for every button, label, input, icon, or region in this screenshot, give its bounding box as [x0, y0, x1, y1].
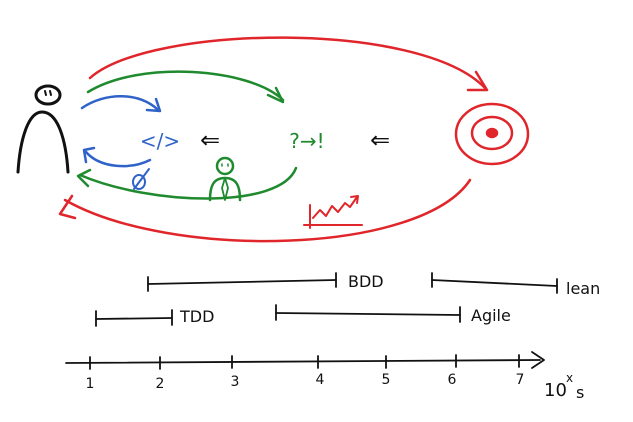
- outer-feedback-loop: [58, 36, 489, 243]
- left-arrow-1: ⇐: [200, 126, 220, 154]
- axis-unit-exponent: x: [566, 371, 573, 385]
- code-icon: </>: [140, 129, 180, 153]
- tick-6: 6: [448, 372, 457, 388]
- range-lean: [431, 272, 558, 294]
- range-agile: [275, 304, 461, 323]
- label-agile: Agile: [471, 306, 511, 325]
- range-tdd: [95, 309, 173, 327]
- range-bdd: [147, 272, 337, 292]
- target-icon: [454, 102, 530, 166]
- tick-7: 7: [516, 372, 525, 388]
- developer-icon: [208, 156, 242, 202]
- tick-4: 4: [316, 372, 325, 388]
- growth-chart-icon: [303, 195, 363, 229]
- axis-unit-suffix: s: [576, 383, 584, 402]
- label-bdd: BDD: [348, 272, 384, 291]
- tick-5: 5: [382, 372, 391, 388]
- bug-icon: [132, 168, 150, 190]
- person-icon: [16, 84, 70, 174]
- inner-feedback-loop: [80, 95, 162, 168]
- label-tdd: TDD: [179, 307, 214, 326]
- tick-1: 1: [86, 376, 95, 392]
- tick-3: 3: [231, 374, 240, 390]
- label-lean: lean: [566, 279, 600, 298]
- left-arrow-2: ⇐: [370, 126, 390, 154]
- axis-unit-base: 10: [544, 380, 567, 401]
- middle-feedback-loop: [76, 70, 298, 200]
- tick-2: 2: [156, 376, 165, 392]
- question-to-answer: ?→!: [289, 129, 324, 153]
- axis-unit: 10 x s: [544, 371, 584, 402]
- time-axis: [65, 351, 545, 370]
